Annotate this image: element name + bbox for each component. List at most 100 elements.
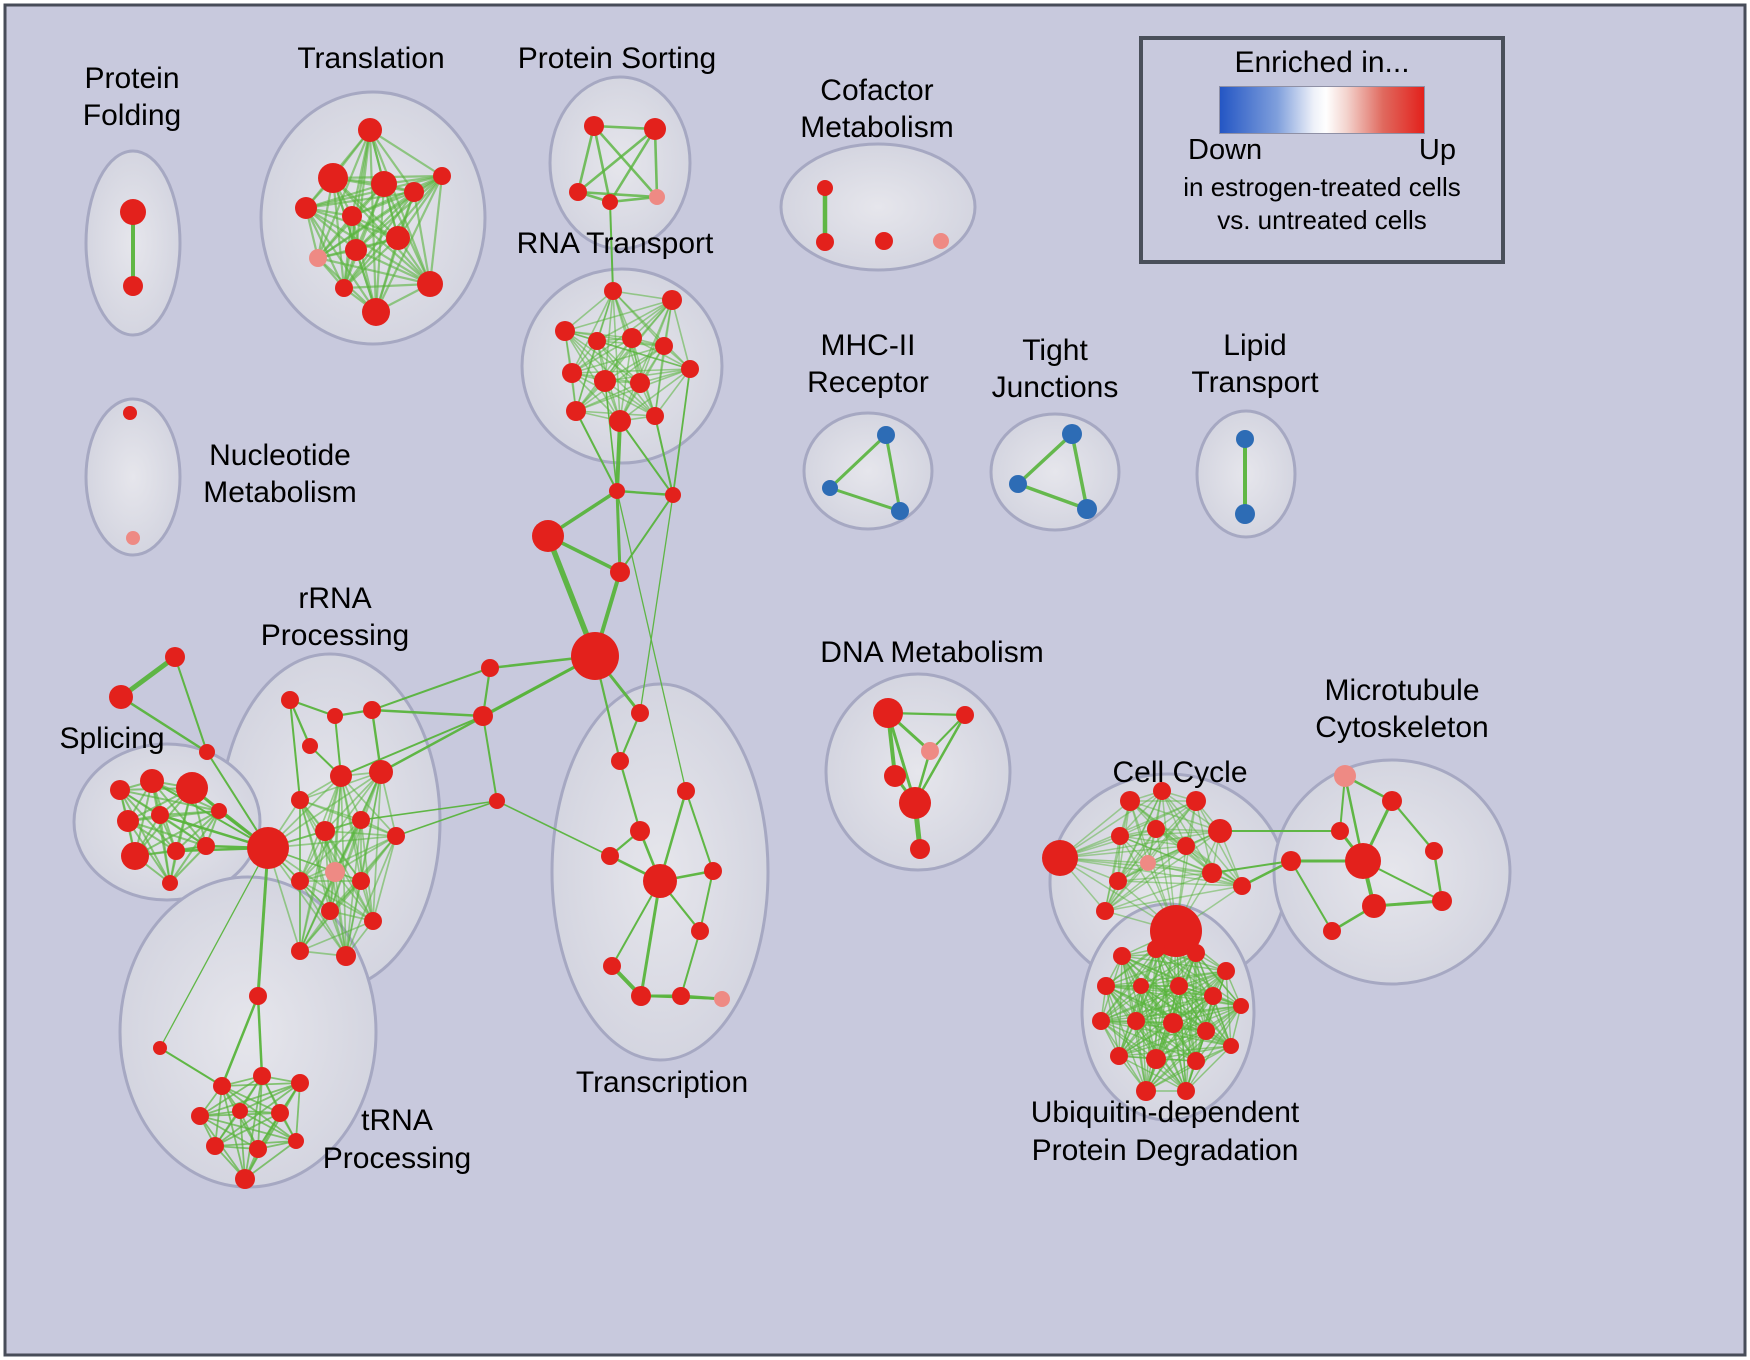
legend-caption: in estrogen-treated cells vs. untreated … [1143,171,1501,237]
edge [699,870,714,932]
gene-set-node-rt11 [566,401,586,421]
gene-set-node-cc10 [1109,872,1127,890]
edge [334,835,397,873]
gene-set-node-tc4 [630,821,650,841]
gene-set-node-tl13 [335,279,353,297]
edge [596,340,691,370]
edge [372,835,397,922]
gene-set-node-tc1 [631,704,649,722]
edge [639,880,662,997]
gene-set-node-rr10 [387,827,405,845]
edge [1290,860,1333,932]
edge [619,494,674,573]
gene-set-node-cf2 [816,233,834,251]
edge [571,345,665,374]
edge [127,820,207,847]
edge [340,715,484,777]
edge [159,810,220,816]
edge [305,207,377,313]
edge [1118,1022,1174,1057]
edge [1145,948,1157,1092]
gene-set-node-rt4 [588,332,606,350]
edge [1172,1005,1242,1024]
edge [575,410,618,492]
gene-set-node-rr3 [363,701,381,719]
gene-set-node-rt10 [630,373,650,393]
gene-set-node-ps3 [569,183,587,201]
edge [1195,800,1243,887]
edge [345,835,397,957]
edge [1105,970,1227,987]
edge [596,340,641,384]
cluster-label-splicing: Splicing [59,722,164,755]
gene-set-node-cf4 [933,233,949,249]
edge [1119,830,1221,837]
gene-set-node-mc2 [1382,791,1402,811]
gene-set-node-rt3 [555,321,575,341]
edge [619,420,674,496]
edge [340,775,374,922]
edge [685,790,714,872]
gene-set-node-mh2 [822,480,838,496]
edge [342,183,386,289]
nodes-layer [109,116,1452,1189]
edge [571,368,691,374]
edge [299,819,362,882]
edge [369,129,443,177]
edge [571,337,633,374]
gene-set-node-rr15 [364,912,382,930]
gene-set-node-st1 [165,647,185,667]
legend-up-label: Up [1418,134,1456,166]
edge [1104,872,1213,912]
edge [244,1075,263,1180]
edge [1104,830,1221,912]
gene-set-node-ub7 [1170,977,1188,995]
gene-set-node-ub11 [1127,1012,1145,1030]
edge [120,695,208,754]
gene-set-node-tl3 [295,197,317,219]
gene-set-node-tl10 [386,226,410,250]
edge [299,880,374,922]
edge [395,800,498,837]
gene-set-node-tr12 [235,1169,255,1189]
gene-set-node-sp6 [211,803,227,819]
edge [1017,482,1088,511]
gene-set-node-bb5 [571,632,619,680]
edge [1059,857,1213,874]
gene-set-node-tr9 [206,1137,224,1155]
edge [256,995,264,1077]
edge [612,290,691,370]
gene-set-node-tj1 [1062,424,1082,444]
edge [299,799,347,957]
gene-set-node-tl7 [433,167,451,185]
edge [672,368,691,496]
edge [299,799,397,837]
edge [1118,1045,1232,1057]
gene-set-node-ps4 [602,194,618,210]
gene-set-node-rt5 [622,328,642,348]
edge [343,191,415,289]
edge [299,880,347,957]
gene-set-node-ub1 [1113,947,1131,965]
edge [829,486,901,513]
gene-set-node-hub [247,827,289,869]
edge [397,175,443,239]
edge [615,490,622,573]
gene-set-node-bb4 [610,562,630,582]
cluster-label-translation: Translation [297,42,444,75]
edge [1118,1055,1187,1092]
edge [616,489,674,497]
edge [428,175,444,285]
gene-set-node-mc8 [1432,891,1452,911]
gene-set-node-rt2 [662,290,682,310]
gene-set-node-ub9 [1233,998,1249,1014]
gene-set-node-ub4 [1217,962,1235,980]
edge [412,191,432,285]
edge [1117,872,1213,882]
